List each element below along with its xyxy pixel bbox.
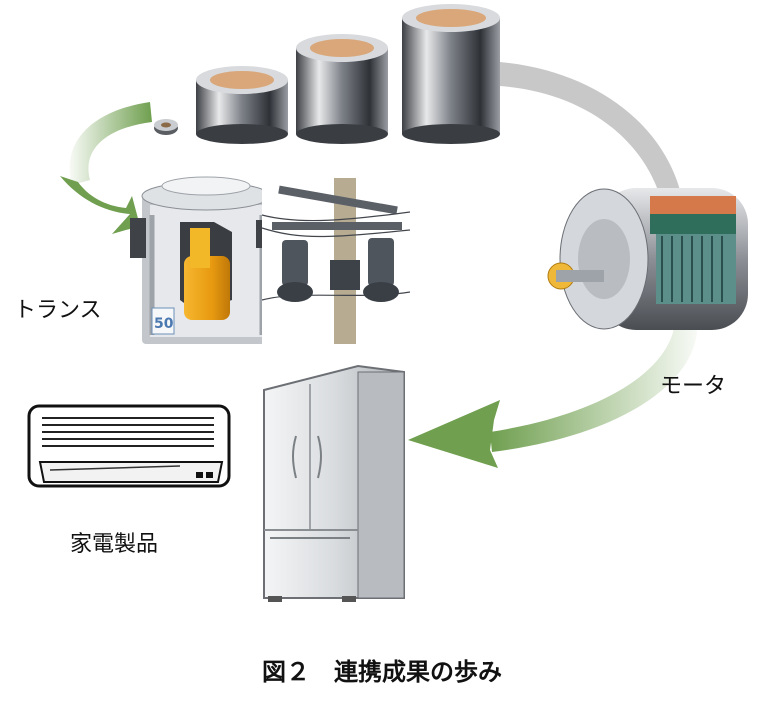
refrigerator-illustration	[263, 364, 405, 602]
motor-illustration	[547, 188, 748, 330]
figure-caption: 図２ 連携成果の歩み	[262, 658, 502, 686]
utility-pole-photo	[261, 176, 411, 344]
air-conditioner-illustration	[27, 404, 231, 488]
transformer-number-badge: 50	[154, 316, 174, 332]
magnet-ring-small	[196, 66, 288, 144]
magnet-ring-tiny	[154, 119, 178, 135]
motor-label: モータ	[660, 374, 727, 399]
appliances-label: 家電製品	[70, 532, 159, 557]
transformer-label: トランス	[14, 298, 102, 323]
magnet-ring-large	[402, 4, 500, 144]
transformer-illustration: 50	[130, 176, 271, 344]
green-arrow-to-transformer	[60, 102, 152, 234]
magnet-ring-medium	[296, 34, 388, 144]
gray-flow-arrow	[500, 62, 680, 196]
